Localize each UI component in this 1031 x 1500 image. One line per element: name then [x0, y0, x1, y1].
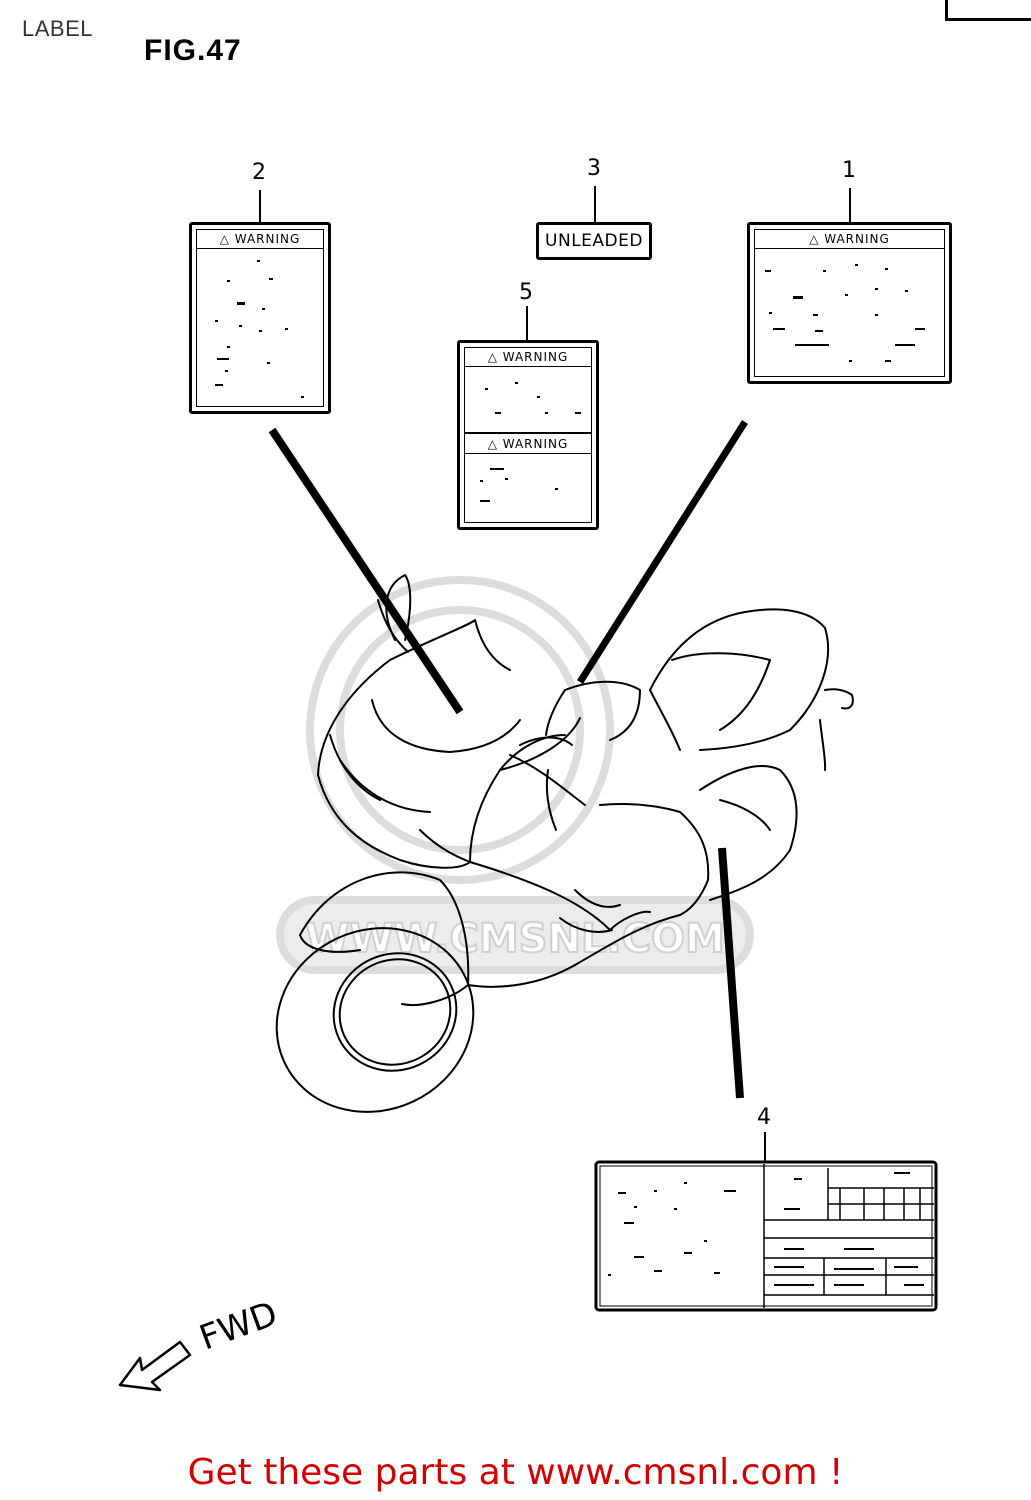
- motorcycle-outline: [275, 574, 854, 1113]
- pointer-lines: [268, 420, 748, 1099]
- watermark-text: WWW.CMSNL.COM: [305, 916, 725, 962]
- label-2-heading: △ WARNING: [197, 230, 323, 249]
- figure-title: FIG.47: [144, 34, 242, 67]
- warning-triangle-icon: △: [487, 350, 503, 364]
- label-1-warning: △ WARNING: [747, 222, 952, 384]
- callout-2: 2: [252, 160, 266, 185]
- callout-5: 5: [519, 280, 533, 305]
- label-2-warning: △ WARNING: [189, 222, 331, 414]
- label-5-warning: △ WARNING △ WARNING: [457, 340, 599, 530]
- cta-link[interactable]: Get these parts at www.cmsnl.com !: [187, 1452, 844, 1493]
- callout-4: 4: [757, 1105, 771, 1130]
- label-1-text-dots: [765, 264, 925, 362]
- label-5-text-dots: [480, 382, 581, 502]
- label-5-heading-top: △ WARNING: [465, 348, 591, 367]
- label-2-text-dots: [215, 260, 304, 398]
- warning-triangle-icon: △: [487, 437, 503, 451]
- warning-triangle-icon: △: [809, 232, 825, 246]
- label-3-text: UNLEADED: [545, 231, 643, 251]
- label-5-heading-bottom: △ WARNING: [465, 435, 591, 454]
- label-5-divider: [465, 432, 591, 436]
- callout-leaders: [259, 186, 851, 1162]
- callout-3: 3: [587, 156, 601, 181]
- label-4-spec-plate: [594, 1160, 938, 1312]
- callout-1: 1: [842, 158, 856, 183]
- label-1-heading: △ WARNING: [755, 230, 944, 249]
- section-label: LABEL: [22, 16, 93, 41]
- label-3-unleaded: UNLEADED: [536, 222, 652, 260]
- page-corner-box: [945, 0, 1031, 21]
- fwd-text: FWD: [194, 1294, 282, 1359]
- forward-direction-arrow-icon: FWD: [118, 1294, 283, 1392]
- warning-triangle-icon: △: [219, 232, 235, 246]
